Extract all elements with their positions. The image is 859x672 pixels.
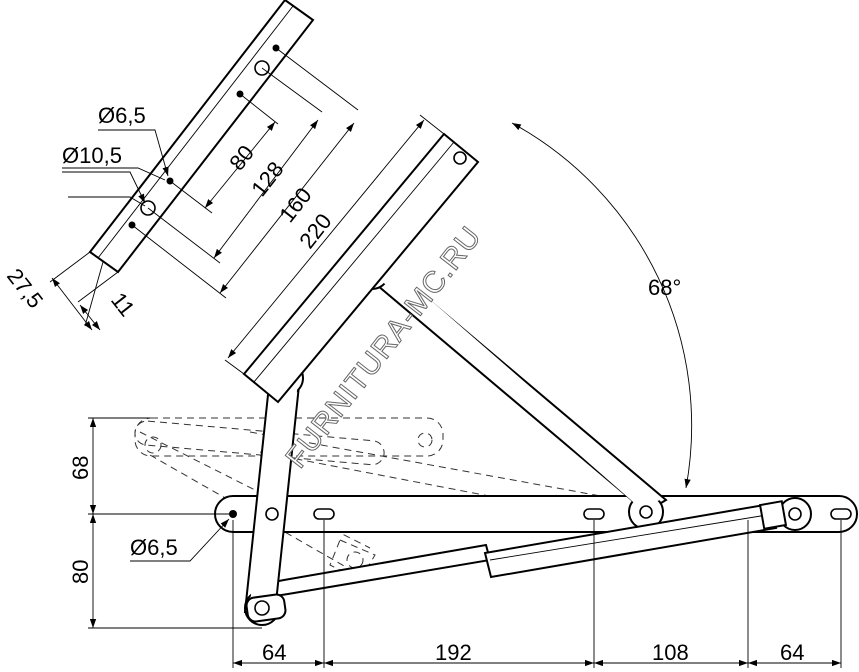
slot-hole: [830, 508, 852, 520]
hole-diameter-large: Ø10,5: [62, 143, 122, 168]
short-arm: [243, 360, 304, 626]
angle-dimension: 68°: [511, 122, 693, 489]
dim-192: 192: [435, 640, 472, 665]
dim-80-left: 80: [68, 560, 93, 584]
dim-27-5: 27,5: [2, 264, 48, 313]
dim-11: 11: [106, 288, 140, 321]
left-dimensions: 68 80 Ø6,5: [68, 417, 262, 629]
dim-80-top: 80: [224, 140, 259, 175]
slot-hole: [313, 508, 335, 520]
dim-68: 68: [68, 456, 93, 480]
dim-64-right: 64: [780, 640, 804, 665]
plate-detail: [88, 0, 315, 274]
long-arm: [350, 250, 668, 530]
bottom-dimensions: 64 192 108 64: [232, 520, 842, 668]
hole-diameter-bottom: Ø6,5: [130, 535, 178, 560]
dim-64-left: 64: [262, 640, 286, 665]
slot-hole: [583, 508, 605, 520]
angle-68: 68°: [648, 275, 681, 300]
dim-108: 108: [652, 640, 689, 665]
gas-spring: [256, 497, 812, 600]
hole-diameter-small: Ø6,5: [98, 103, 146, 128]
plate-dimensions: Ø6,5 Ø10,5 80 128 160 27,5 11: [2, 47, 359, 331]
